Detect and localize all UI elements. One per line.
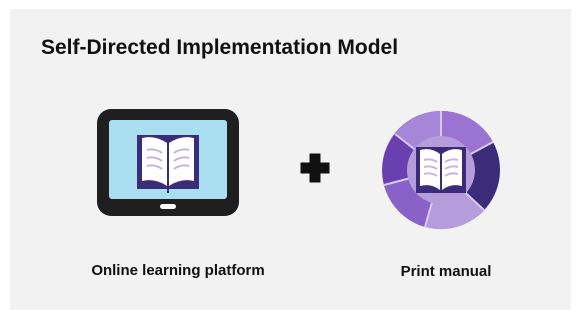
plus-operator [299,152,331,184]
print-manual-label: Print manual [400,263,492,280]
online-platform-label: Online learning platform [91,262,265,279]
page-title: Self-Directed Implementation Model [41,36,399,59]
online-platform-graphic [93,105,243,220]
plus-icon [300,153,330,183]
manual-book-icon [382,110,500,230]
book-icon [137,135,199,193]
tablet-book-icon [97,109,239,216]
book-icon [416,147,466,193]
print-manual-graphic [380,109,502,231]
